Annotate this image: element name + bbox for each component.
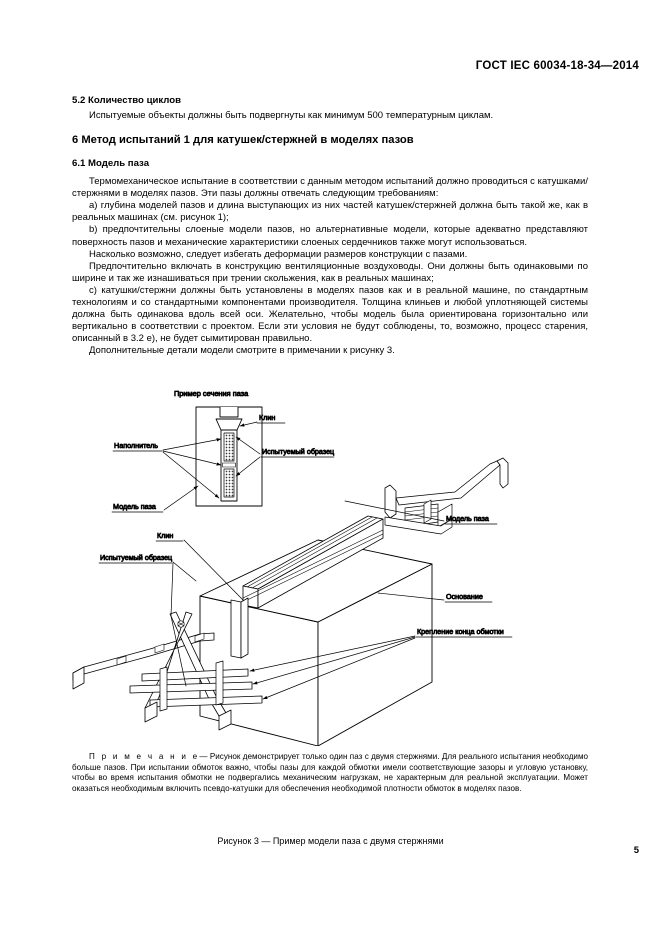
paragraph-details: Дополнительные детали модели смотрите в … — [89, 345, 395, 357]
note-text: Рисунок демонстрирует только один паз с … — [72, 752, 589, 793]
inset-title: Пример сечения паза — [174, 389, 249, 398]
figure-note: П р и м е ч а н и е— Рисунок демонстриру… — [72, 752, 588, 794]
paragraph-5-2-1: Испытуемые объекты должны быть подвергну… — [89, 110, 494, 121]
list-item-a: a) глубина моделей пазов и длина выступа… — [72, 200, 588, 224]
list-item-b: b) предпочтительны слоеные модели пазов,… — [72, 224, 588, 248]
page-header: ГОСТ IEC 60034-18-34—2014 — [475, 60, 639, 72]
heading-5-2: 5.2 Количество циклов — [72, 95, 182, 106]
figure-3: Пример сечения паза Клин Напо — [0, 386, 661, 746]
heading-6-1: 6.1 Модель паза — [72, 158, 150, 170]
inset-label-wedge: Клин — [259, 413, 275, 422]
heading-6: 6 Метод испытаний 1 для катушек/стержней… — [72, 134, 414, 147]
figure-caption: Рисунок 3 — Пример модели паза с двумя с… — [217, 836, 444, 846]
label-winding-end-fixing: Крепление конца обмотки — [417, 627, 504, 636]
label-wedge-main: Клин — [157, 531, 173, 540]
inset-label-specimen: Испытуемый образец — [262, 447, 334, 456]
inset-label-filler: Наполнитель — [114, 441, 158, 450]
paragraph-intro: Термомеханическое испытание в соответств… — [72, 176, 588, 200]
label-base: Основание — [446, 592, 483, 601]
page-number: 5 — [633, 845, 639, 856]
note-label: П р и м е ч а н и е — [89, 752, 200, 761]
note-dash: — — [199, 752, 208, 761]
paragraph-ventilation: Предпочтительно включать в конструкцию в… — [72, 260, 588, 284]
label-slot-model-left: Модель паза — [113, 502, 156, 511]
list-item-c: c) катушки/стержни должны быть установле… — [72, 284, 588, 345]
label-specimen-main: Испытуемый образец — [100, 553, 172, 562]
label-slot-model-right: Модель паза — [446, 514, 489, 523]
paragraph-deformation: Насколько возможно, следует избегать деф… — [89, 248, 468, 260]
